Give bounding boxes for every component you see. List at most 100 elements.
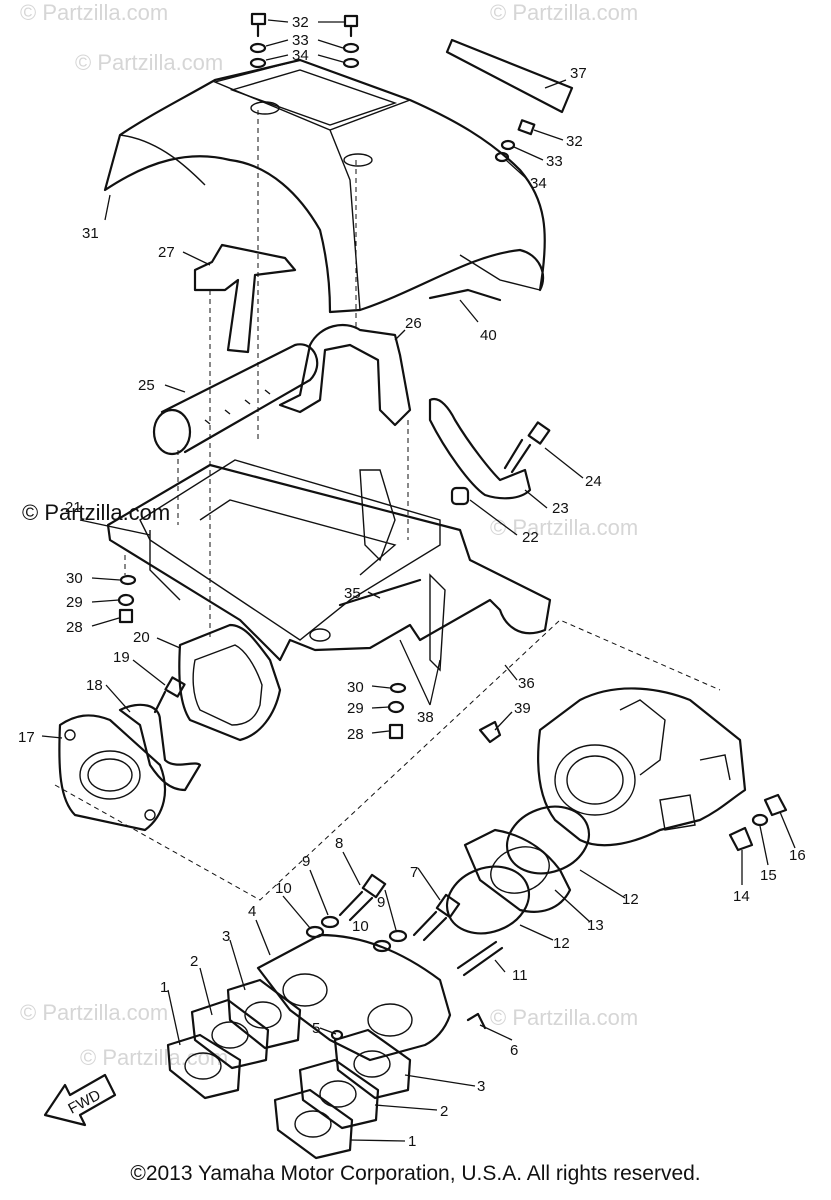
watermark-layer: © Partzilla.com © Partzilla.com © Partzi… — [20, 0, 638, 1070]
callout-34-top: 34 — [292, 47, 309, 64]
callout-40: 40 — [480, 327, 497, 344]
copyright-notice: ©2013 Yamaha Motor Corporation, U.S.A. A… — [130, 1162, 701, 1185]
callout-29-left: 29 — [66, 594, 83, 611]
leader-lines — [41, 19, 796, 1142]
callout-1-left: 1 — [160, 979, 168, 996]
part-40-wire — [428, 288, 502, 302]
callout-11: 11 — [512, 967, 528, 984]
watermark-top-left: © Partzilla.com — [20, 0, 168, 25]
callout-19: 19 — [113, 649, 130, 666]
callout-21: 21 — [65, 499, 82, 516]
callout-9-b: 9 — [377, 894, 385, 911]
callout-6: 6 — [510, 1042, 518, 1059]
callout-9-a: 9 — [302, 853, 310, 870]
callout-1-right: 1 — [408, 1133, 416, 1150]
callout-5: 5 — [312, 1020, 320, 1037]
callout-23: 23 — [552, 500, 569, 517]
gasket-set-left — [166, 978, 302, 1100]
callout-27: 27 — [158, 244, 175, 261]
callout-32-right: 32 — [566, 133, 583, 150]
part-36-plane — [54, 619, 721, 901]
part-15 — [751, 813, 769, 827]
callout-36: 36 — [518, 675, 535, 692]
hardware-stack-left — [117, 574, 137, 624]
callout-35: 35 — [344, 585, 361, 602]
callout-14: 14 — [733, 888, 750, 905]
part-24-bolt — [503, 421, 551, 474]
part-39-clip — [478, 720, 502, 744]
watermark-bottom-left: © Partzilla.com — [20, 1000, 168, 1025]
part-14 — [728, 826, 754, 852]
callout-12-lower: 12 — [553, 935, 570, 952]
callout-15: 15 — [760, 867, 777, 884]
callout-12-upper: 12 — [622, 891, 639, 908]
callout-2-left: 2 — [190, 953, 198, 970]
watermark-right-mid: © Partzilla.com — [490, 515, 638, 540]
part-9-washer-b — [388, 929, 408, 943]
gasket-set-right — [273, 1028, 412, 1160]
callout-33-top: 33 — [292, 32, 309, 49]
callout-38: 38 — [417, 709, 434, 726]
part-9-washer-a — [320, 915, 340, 929]
part-17-flange — [58, 714, 167, 832]
part-20-gasket — [178, 623, 282, 742]
part-22-collar — [450, 486, 470, 506]
part-21-frame — [106, 459, 552, 672]
callout-32-top: 32 — [292, 14, 309, 31]
part-25-tube — [152, 343, 319, 456]
callout-26: 26 — [405, 315, 422, 332]
callout-28-left: 28 — [66, 619, 83, 636]
watermark-upper-left: © Partzilla.com — [75, 50, 223, 75]
watermark-bottom-center: © Partzilla.com — [80, 1045, 228, 1070]
part-10-washer-b — [372, 939, 392, 953]
watermark-dark: © Partzilla.com — [22, 500, 170, 525]
part-19-bolt — [153, 676, 186, 714]
callout-37: 37 — [570, 65, 587, 82]
callout-30-right: 30 — [347, 679, 364, 696]
part-6 — [466, 1012, 487, 1030]
callout-24: 24 — [585, 473, 602, 490]
callout-10-a: 10 — [275, 880, 292, 897]
part-16 — [763, 793, 788, 817]
callout-7: 7 — [410, 864, 418, 881]
watermark-top-center: © Partzilla.com — [490, 0, 638, 25]
callout-29-right: 29 — [347, 700, 364, 717]
part-5 — [330, 1029, 344, 1041]
carburetor-assembly — [537, 687, 747, 847]
part-23-strap — [428, 397, 532, 500]
part-27-bracket — [193, 243, 297, 354]
hardware-top — [249, 12, 536, 163]
callout-2-right: 2 — [440, 1103, 448, 1120]
callout-20: 20 — [133, 629, 150, 646]
callout-18: 18 — [86, 677, 103, 694]
part-31-top-cover — [103, 58, 546, 314]
callout-30-left: 30 — [66, 570, 83, 587]
callout-3-right: 3 — [477, 1078, 485, 1095]
callout-28-right: 28 — [347, 726, 364, 743]
callout-labels: 32 33 34 37 32 33 34 31 27 26 40 25 24 2… — [18, 14, 806, 1150]
watermark-bottom-right: © Partzilla.com — [490, 1005, 638, 1030]
part-12-ring-lower — [445, 865, 531, 935]
part-4-manifold — [256, 933, 452, 1062]
callout-10-b: 10 — [352, 918, 369, 935]
callout-22: 22 — [522, 529, 539, 546]
part-26-bracket — [278, 323, 412, 427]
callout-13: 13 — [587, 917, 604, 934]
callout-8: 8 — [335, 835, 343, 852]
fwd-arrow: FWD — [43, 1073, 117, 1127]
callout-33-right: 33 — [546, 153, 563, 170]
callout-34-right: 34 — [530, 175, 547, 192]
part-13-spacer — [463, 828, 572, 913]
part-8-bolt — [338, 873, 387, 922]
callout-3-left: 3 — [222, 928, 230, 945]
part-11-stud — [456, 940, 504, 977]
callout-17: 17 — [18, 729, 35, 746]
alignment-lines — [124, 110, 409, 640]
callout-25: 25 — [138, 377, 155, 394]
hardware-stack-right — [387, 682, 407, 740]
callout-31: 31 — [82, 225, 99, 242]
part-18-clip — [118, 703, 202, 792]
callout-39: 39 — [514, 700, 531, 717]
part-7-bolt — [412, 893, 461, 942]
